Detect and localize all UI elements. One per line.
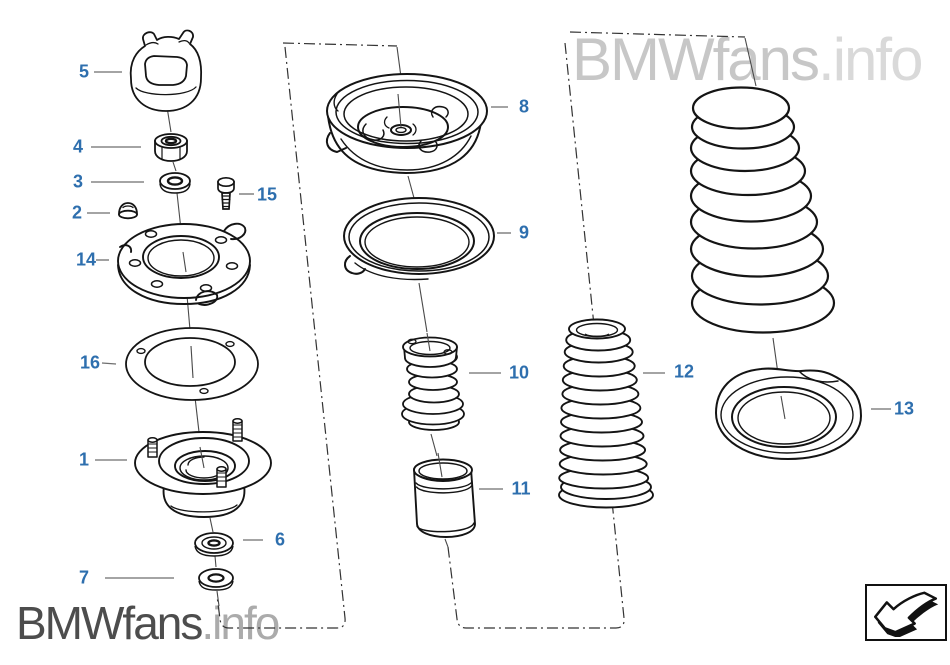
part-8-upper-spring-plate bbox=[325, 73, 488, 174]
direction-indicator-box bbox=[865, 584, 947, 641]
watermark-bottom: BMWfans.info bbox=[16, 597, 280, 649]
callout-14[interactable]: 14 bbox=[75, 249, 97, 270]
part-coil-spring bbox=[689, 86, 836, 334]
callout-7[interactable]: 7 bbox=[78, 567, 90, 588]
callout-3[interactable]: 3 bbox=[72, 171, 84, 192]
part-7-washer bbox=[198, 568, 234, 591]
part-13-lower-spring-pad bbox=[715, 367, 862, 460]
callout-10[interactable]: 10 bbox=[508, 362, 530, 383]
callout-12[interactable]: 12 bbox=[673, 361, 695, 382]
callout-13[interactable]: 13 bbox=[893, 398, 915, 419]
part-1-strut-mount bbox=[134, 418, 272, 518]
part-15-bolt bbox=[217, 176, 235, 210]
part-11-spacer-tube bbox=[413, 458, 476, 538]
callout-1[interactable]: 1 bbox=[78, 449, 90, 470]
axis-lines-overlay bbox=[182, 93, 786, 478]
part-4-lock-nut bbox=[154, 133, 188, 162]
part-10-bump-stop bbox=[401, 336, 465, 431]
part-3-washer bbox=[159, 172, 191, 194]
callout-6[interactable]: 6 bbox=[274, 529, 286, 550]
part-2-cap-nut bbox=[118, 202, 138, 220]
section-divider-lines bbox=[216, 31, 746, 629]
watermark-brand: BMWfans bbox=[16, 597, 203, 649]
callout-5[interactable]: 5 bbox=[78, 61, 90, 82]
callout-8[interactable]: 8 bbox=[518, 96, 530, 117]
part-6-washer bbox=[194, 532, 234, 557]
watermark-brand: BMWfans bbox=[572, 26, 820, 93]
callout-2[interactable]: 2 bbox=[71, 202, 83, 223]
part-9-spring-pad bbox=[343, 197, 495, 281]
watermark-suffix: .info bbox=[201, 597, 280, 649]
watermark-top: BMWfans.info bbox=[572, 30, 923, 90]
watermark-suffix: .info bbox=[818, 26, 923, 93]
part-14-upper-plate bbox=[117, 222, 251, 306]
callout-16[interactable]: 16 bbox=[79, 352, 101, 373]
direction-arrow-icon bbox=[874, 591, 939, 637]
part-5-guide-support-cap bbox=[129, 29, 203, 112]
callout-4[interactable]: 4 bbox=[72, 136, 84, 157]
leader-lines bbox=[87, 71, 891, 579]
part-12-protective-boot bbox=[558, 318, 654, 509]
callout-9[interactable]: 9 bbox=[518, 222, 530, 243]
callout-15[interactable]: 15 bbox=[256, 184, 278, 205]
callout-11[interactable]: 11 bbox=[511, 478, 531, 499]
